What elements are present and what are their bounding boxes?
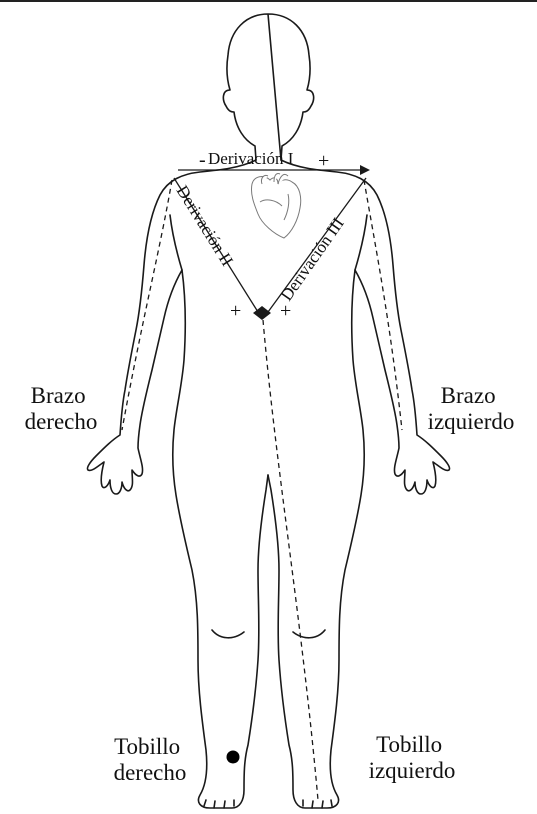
right-knee-line	[212, 630, 244, 638]
lead-1-label: Derivación I	[208, 149, 294, 168]
electrode-leads	[122, 180, 402, 800]
left-leg-lead-wire	[263, 320, 318, 800]
left-arm-inner	[355, 215, 367, 270]
right-arm-inner	[170, 215, 182, 270]
right-arm-label: Brazo derecho	[25, 383, 98, 434]
head-outline	[223, 14, 313, 160]
right-toes	[204, 800, 234, 808]
left-knee-line	[293, 630, 325, 638]
lead-1-arrowhead	[360, 165, 370, 175]
left-ankle-label: Tobillo izquierdo	[369, 732, 456, 783]
lead-1-negative-sign: -	[199, 149, 206, 171]
lead-1-positive-sign: +	[318, 150, 329, 172]
right-ankle-label: Tobillo derecho	[114, 734, 187, 785]
heart-icon	[251, 173, 300, 238]
lead-2-positive-sign: +	[230, 300, 241, 322]
left-toes	[303, 800, 332, 808]
left-arm-label: Brazo izquierdo	[428, 383, 515, 434]
electrode-dot-icon	[227, 751, 240, 764]
lead-2-label: Derivación II	[173, 182, 238, 270]
human-body-outline-icon	[87, 14, 449, 808]
